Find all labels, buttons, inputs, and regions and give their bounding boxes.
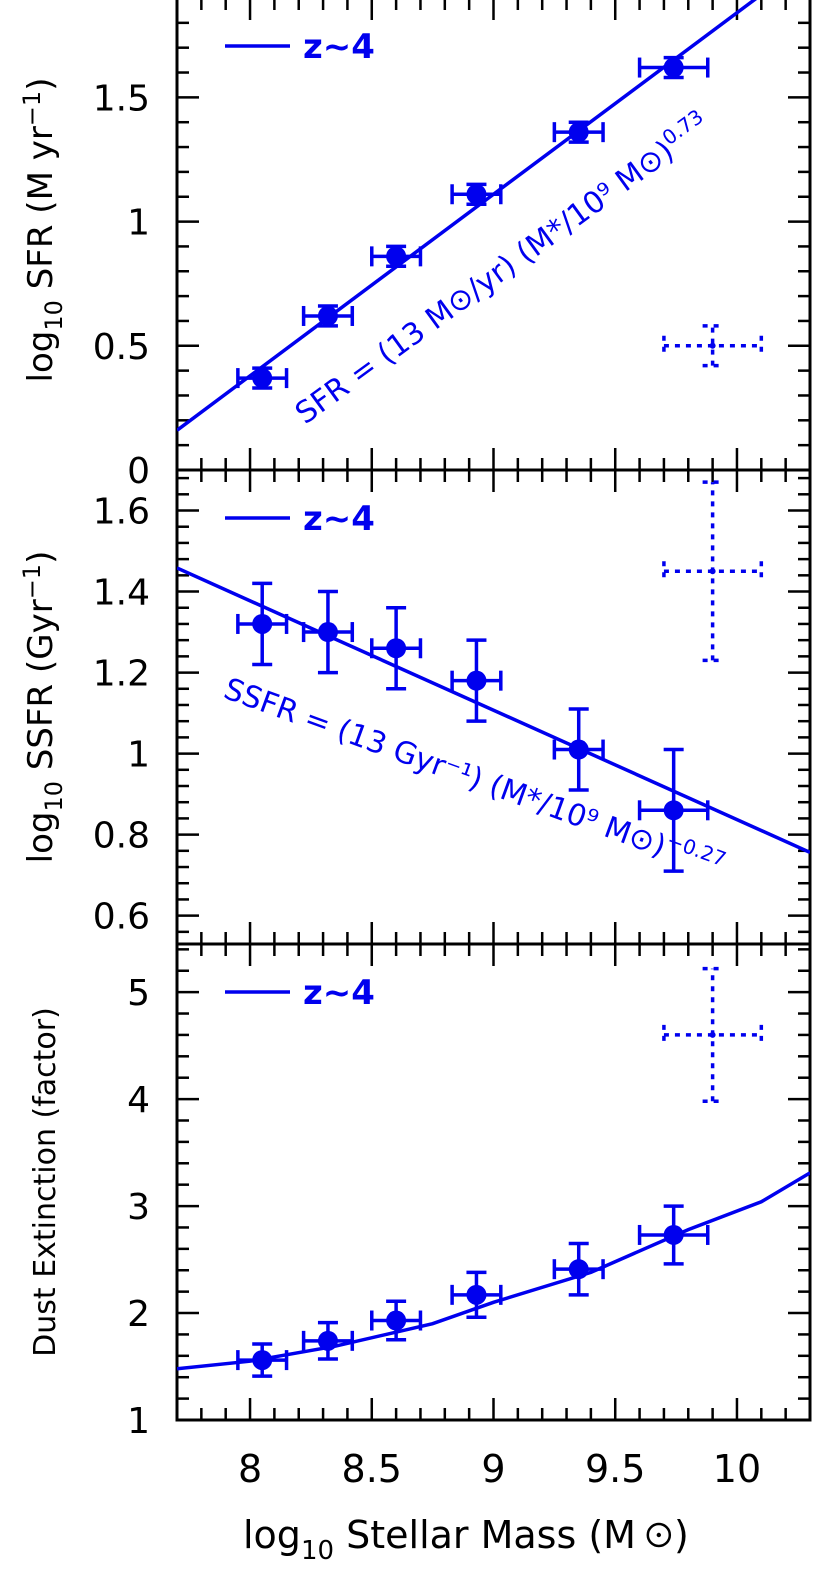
y-tick-label: 2 <box>127 1294 150 1335</box>
legend: z~4 <box>225 27 375 67</box>
data-point <box>301 589 355 675</box>
marker <box>568 122 589 143</box>
legend: z~4 <box>225 499 375 539</box>
typical-center <box>709 1031 716 1038</box>
solar-mass-symbol-dot <box>656 1532 662 1538</box>
data-point <box>370 1299 423 1342</box>
fit-line <box>177 1171 810 1371</box>
data-point <box>552 120 605 144</box>
data-point <box>450 182 503 206</box>
marker <box>386 246 407 267</box>
marker <box>252 613 273 634</box>
typical-center <box>709 568 716 575</box>
marker <box>466 1284 487 1305</box>
solar-mass-symbol <box>646 1522 672 1548</box>
marker <box>663 57 684 78</box>
y-tick-label: 0 <box>127 451 150 492</box>
plot-area <box>177 0 764 432</box>
data-point <box>450 638 503 723</box>
y-axis-label: log10 SFR (M yr−1) <box>18 78 68 383</box>
legend-label: z~4 <box>303 499 375 539</box>
plot-area <box>177 966 810 1378</box>
y-tick-label: 0.5 <box>93 327 150 368</box>
x-tick-label: 8 <box>238 1447 262 1491</box>
marker <box>568 739 589 760</box>
y-tick-label: 1.6 <box>93 492 150 533</box>
x-tick-label: 10 <box>713 1447 761 1491</box>
legend: z~4 <box>225 973 375 1013</box>
data-point <box>552 707 605 792</box>
data-point <box>637 747 710 873</box>
x-tick-label: 9.5 <box>585 1447 645 1491</box>
data-point <box>637 55 710 80</box>
y-tick-label: 0.6 <box>93 897 150 938</box>
data-point <box>236 1342 289 1378</box>
y-tick-label: 0.8 <box>93 816 150 857</box>
data-point <box>552 1241 605 1297</box>
solar-mass-symbol-ring <box>646 1522 672 1548</box>
y-tick-label: 1 <box>127 203 150 244</box>
data-point <box>236 366 289 390</box>
data-point <box>637 1204 710 1266</box>
marker <box>386 638 407 659</box>
legend-label: z~4 <box>303 973 375 1013</box>
marker <box>252 368 273 389</box>
y-tick-label: 1 <box>127 735 150 776</box>
x-tick-label: 8.5 <box>342 1447 402 1491</box>
marker <box>568 1259 589 1280</box>
panel-frame <box>175 0 812 472</box>
x-axis-label: log10 Stellar Mass (M ) <box>243 1513 689 1566</box>
fit-line <box>177 566 810 854</box>
y-axis-label: Dust Extinction (factor) <box>28 1007 63 1357</box>
y-tick-label: 5 <box>127 973 150 1014</box>
fit-annotation: SFR = (13 M⊙/yr) (M*/10⁹ M⊙)0.73 <box>287 104 717 431</box>
typical-center <box>709 342 716 349</box>
y-tick-label: 3 <box>127 1187 150 1228</box>
y-axis-label: log10 SSFR (Gyr−1) <box>18 551 68 864</box>
data-point <box>370 244 423 269</box>
typical-error-cross <box>662 966 764 1103</box>
marker <box>317 622 338 643</box>
y-tick-label: 1 <box>127 1401 150 1442</box>
data-point <box>370 605 423 691</box>
marker <box>663 800 684 821</box>
data-point <box>450 1270 503 1320</box>
panel-frame <box>175 942 812 1422</box>
typical-error-cross <box>662 324 764 368</box>
data-point <box>301 304 355 328</box>
marker <box>466 670 487 691</box>
marker <box>663 1224 684 1245</box>
marker <box>252 1350 273 1371</box>
y-tick-label: 1.5 <box>93 78 150 119</box>
marker <box>386 1310 407 1331</box>
data-point <box>236 581 289 667</box>
marker <box>317 1330 338 1351</box>
legend-label: z~4 <box>303 27 375 67</box>
y-tick-label: 1.4 <box>93 573 150 614</box>
marker <box>317 305 338 326</box>
plot-area <box>177 480 810 873</box>
typical-error-cross <box>662 480 764 663</box>
x-tick-label: 9 <box>481 1447 505 1491</box>
y-tick-label: 1.2 <box>93 654 150 695</box>
data-point <box>301 1320 355 1361</box>
y-tick-label: 4 <box>127 1080 150 1121</box>
marker <box>466 184 487 205</box>
